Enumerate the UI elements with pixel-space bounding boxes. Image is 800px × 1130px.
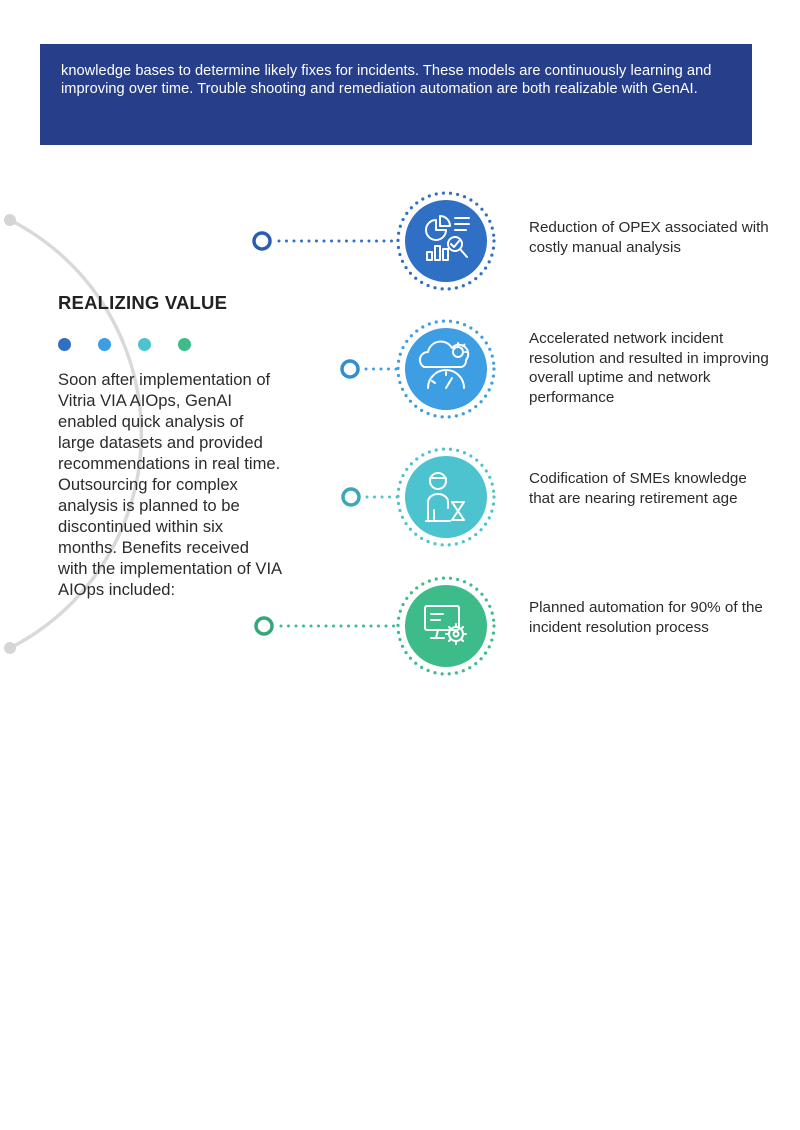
monitor-gear-icon <box>424 605 467 645</box>
banner-text: knowledge bases to determine likely fixe… <box>61 63 712 97</box>
analytics-report-icon <box>425 215 470 261</box>
arc-end-top <box>4 214 16 226</box>
node-2 <box>340 359 360 379</box>
cloud-gear-gauge-icon <box>418 340 470 389</box>
benefit-text-4: Planned automation for 90% of the incide… <box>529 599 763 636</box>
color-dot-1 <box>58 338 71 351</box>
intro-banner: knowledge bases to determine likely fixe… <box>40 44 752 145</box>
node-3 <box>341 487 361 507</box>
color-dot-4 <box>178 338 191 351</box>
benefit-text-2: Accelerated network incident resolution … <box>529 330 769 406</box>
benefit-text-3: Codification of SMEs knowledge that are … <box>529 470 747 507</box>
node-1 <box>252 231 272 251</box>
color-dot-3 <box>138 338 151 351</box>
benefit-text-1: Reduction of OPEX associated with costly… <box>529 219 769 256</box>
arc-end-bottom <box>4 642 16 654</box>
color-dot-2 <box>98 338 111 351</box>
timeline-arc <box>9 218 144 650</box>
expert-hourglass-icon <box>425 472 465 522</box>
node-4 <box>254 616 274 636</box>
benefit-circle-4 <box>396 576 496 676</box>
section-heading: REALIZING VALUE <box>58 292 228 313</box>
benefit-circle-1 <box>396 191 496 291</box>
section-body: Soon after implementation of Vitria VIA … <box>58 370 282 599</box>
